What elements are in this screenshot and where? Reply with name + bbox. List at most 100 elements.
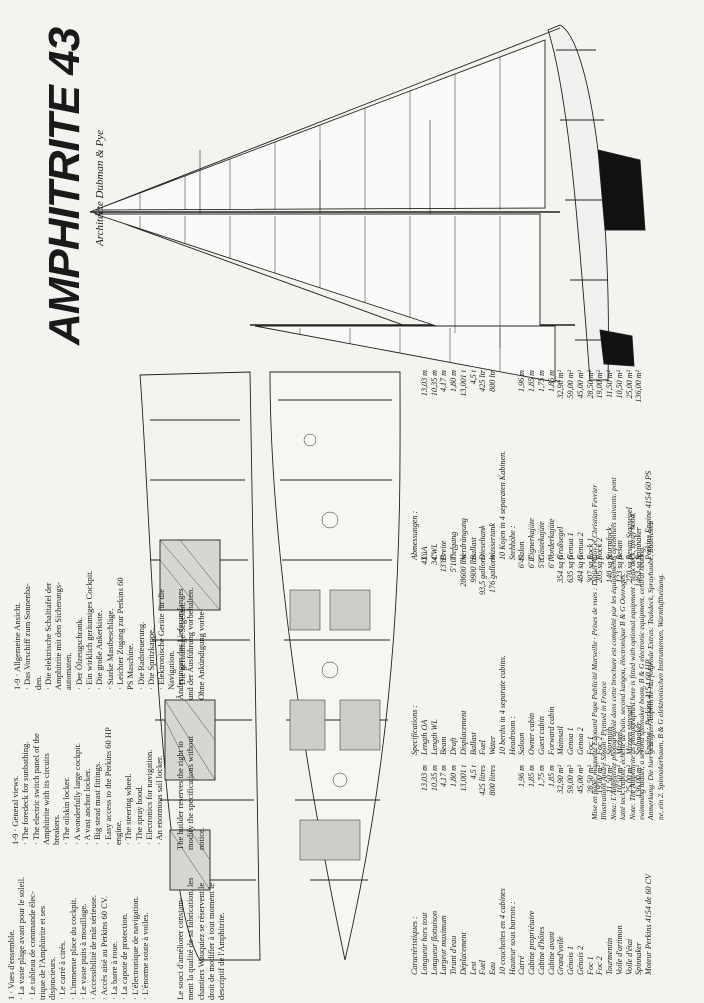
note-line: · Der Ölzeugschrank. (73, 617, 84, 690)
note-line: · A vast anchor locker. (82, 768, 93, 845)
sail-plan-drawing (89, 24, 646, 383)
note-line: · Die Spritzkappe. (145, 627, 156, 690)
disclaimer-line: ment la qualité de sa fabrication, les (185, 877, 196, 1001)
note-line: · L'électronique de navigation. (129, 896, 140, 1000)
note-line: · La barre à roue. (108, 941, 119, 1000)
note-line: disjoncteurs. (47, 956, 58, 1000)
note-line: automaten. (63, 652, 74, 690)
specs-en-berths: 10 berths in 4 separate cabins. (497, 655, 507, 755)
disclaimer-line: notice. (195, 827, 206, 850)
note-line: · Elektronische Geräte für die (156, 588, 167, 690)
specs-de-heading: Abmessungen : (410, 510, 419, 560)
specs-de-engine: Perkins Engine 4154 60 PS (644, 470, 653, 560)
note-line: · L'énorme soute à voiles. (139, 912, 150, 1000)
notes-english: 1-9 · General views. · The foredeck for … (10, 695, 164, 845)
note-line: · A wonderfully large cockpit. (71, 742, 82, 845)
disclaimer-line: chantiers Wauquiez se réservent le (195, 882, 206, 1000)
specs-fr-engine: Moteur Perkins 4154 de 60 CV (644, 874, 653, 975)
specs-en-headroom-heading: Headroom : (507, 715, 517, 755)
note-line: · Ein wirklich geräumiges Cockpit. (84, 570, 95, 690)
disclaimer-line: Le souci d'améliorer constam- (175, 897, 185, 1000)
note-line: · Die Radsteuerung. (135, 621, 146, 690)
disclaimer-line: droit de modifier à tout moment le (205, 882, 216, 1000)
note-line: Amphitrite mit den Sicherungs- (53, 582, 64, 690)
specs-de-headroom-heading: Stehhöhe : (507, 525, 517, 560)
note-line: · Le carré à cirés. (57, 940, 68, 1000)
notes-en-heading: 1-9 · General views. (10, 775, 20, 845)
note-line: PS Maschine. (125, 643, 136, 690)
note-line: · Electronics for navigation. (143, 749, 154, 845)
notes-german: 1-9 · Allgemeine Ansicht. · Das Vorschif… (12, 525, 187, 690)
specs-fr-heading: Caractéristiques : (410, 916, 419, 975)
disclaimer-line: Ohne Ankündigung vorbe- (195, 608, 206, 700)
note-line: · The electric switch panel of the (30, 733, 41, 845)
note-line: · Accessibilité de mât sérieuse. (88, 894, 99, 1000)
disclaimer-line: The builder reserves the right to (175, 741, 185, 850)
note-line: · Starke Mastbeschläge. (104, 608, 115, 690)
note-line: · La vaste plage avant pour le soleil. (16, 876, 27, 1000)
note-line: breakers. (51, 814, 62, 845)
disclaimer-line: descriptif de l'Amphitrite. (216, 912, 227, 1000)
note-line: · The steering wheel. (123, 773, 134, 845)
specs-fr-headroom-heading: Hauteur sous barrots : (507, 901, 517, 975)
notes-fr-heading: 1 · Vues d'ensemble. (6, 929, 16, 1000)
note-line: den. (32, 675, 43, 690)
note-line: · La capote de protection. (119, 912, 130, 1000)
disclaimer-german: Änderungen des Lieferumfanges und der Au… (175, 560, 206, 700)
note-line: · Big stead mast fittings. (92, 761, 103, 845)
specs-en-engine: Engine : Perkins 4154 60 HP (644, 659, 653, 755)
note-line: · Le vaste puits à mouillage. (78, 903, 89, 1000)
note-line: · Das Vorschiff zum Sonnenba- (22, 583, 33, 690)
notes-de-heading: 1-9 · Allgemeine Ansicht. (12, 602, 22, 690)
note-line: · Die große Ankerkiste. (94, 610, 105, 690)
notes-french: 1 · Vues d'ensemble. · La vaste plage av… (6, 850, 150, 1000)
